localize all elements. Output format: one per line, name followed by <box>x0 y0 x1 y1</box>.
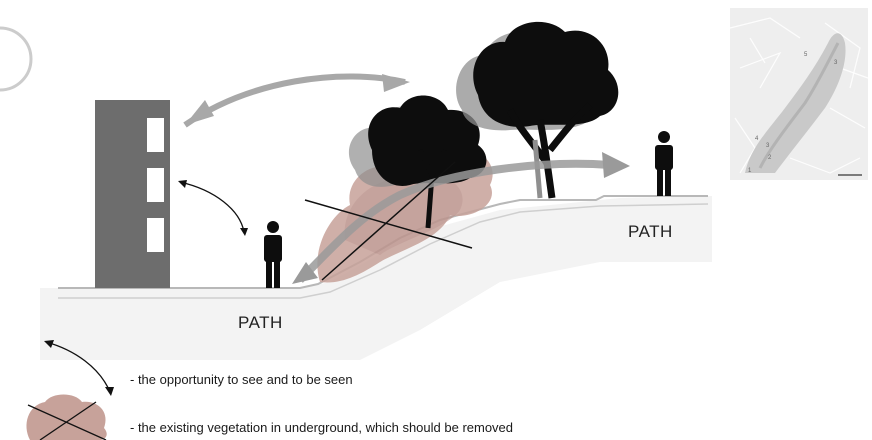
corner-circle <box>0 28 31 90</box>
person-lower-icon <box>264 221 282 288</box>
person-upper-icon <box>655 131 673 196</box>
legend-item-vegetation-removed: - the existing vegetation in underground… <box>130 420 513 435</box>
building-window <box>147 168 164 202</box>
building-window <box>147 118 164 152</box>
crossed-vegetation-icon <box>26 395 106 440</box>
path-label-lower: PATH <box>238 313 283 333</box>
inset-number: 3 <box>766 143 769 149</box>
inset-map: 1 2 3 4 5 3 <box>730 8 868 180</box>
inset-number: 4 <box>755 136 758 142</box>
inset-number: 3 <box>834 60 837 66</box>
view-arrow-small <box>178 180 248 236</box>
building-window <box>147 218 164 252</box>
inset-map-graphic <box>730 8 868 180</box>
legend-item-see-and-be-seen: - the opportunity to see and to be seen <box>130 372 353 387</box>
inset-number: 1 <box>748 168 751 174</box>
path-label-upper: PATH <box>628 222 673 242</box>
inset-number: 5 <box>804 52 807 58</box>
building <box>95 100 170 288</box>
inset-number: 2 <box>768 155 771 161</box>
